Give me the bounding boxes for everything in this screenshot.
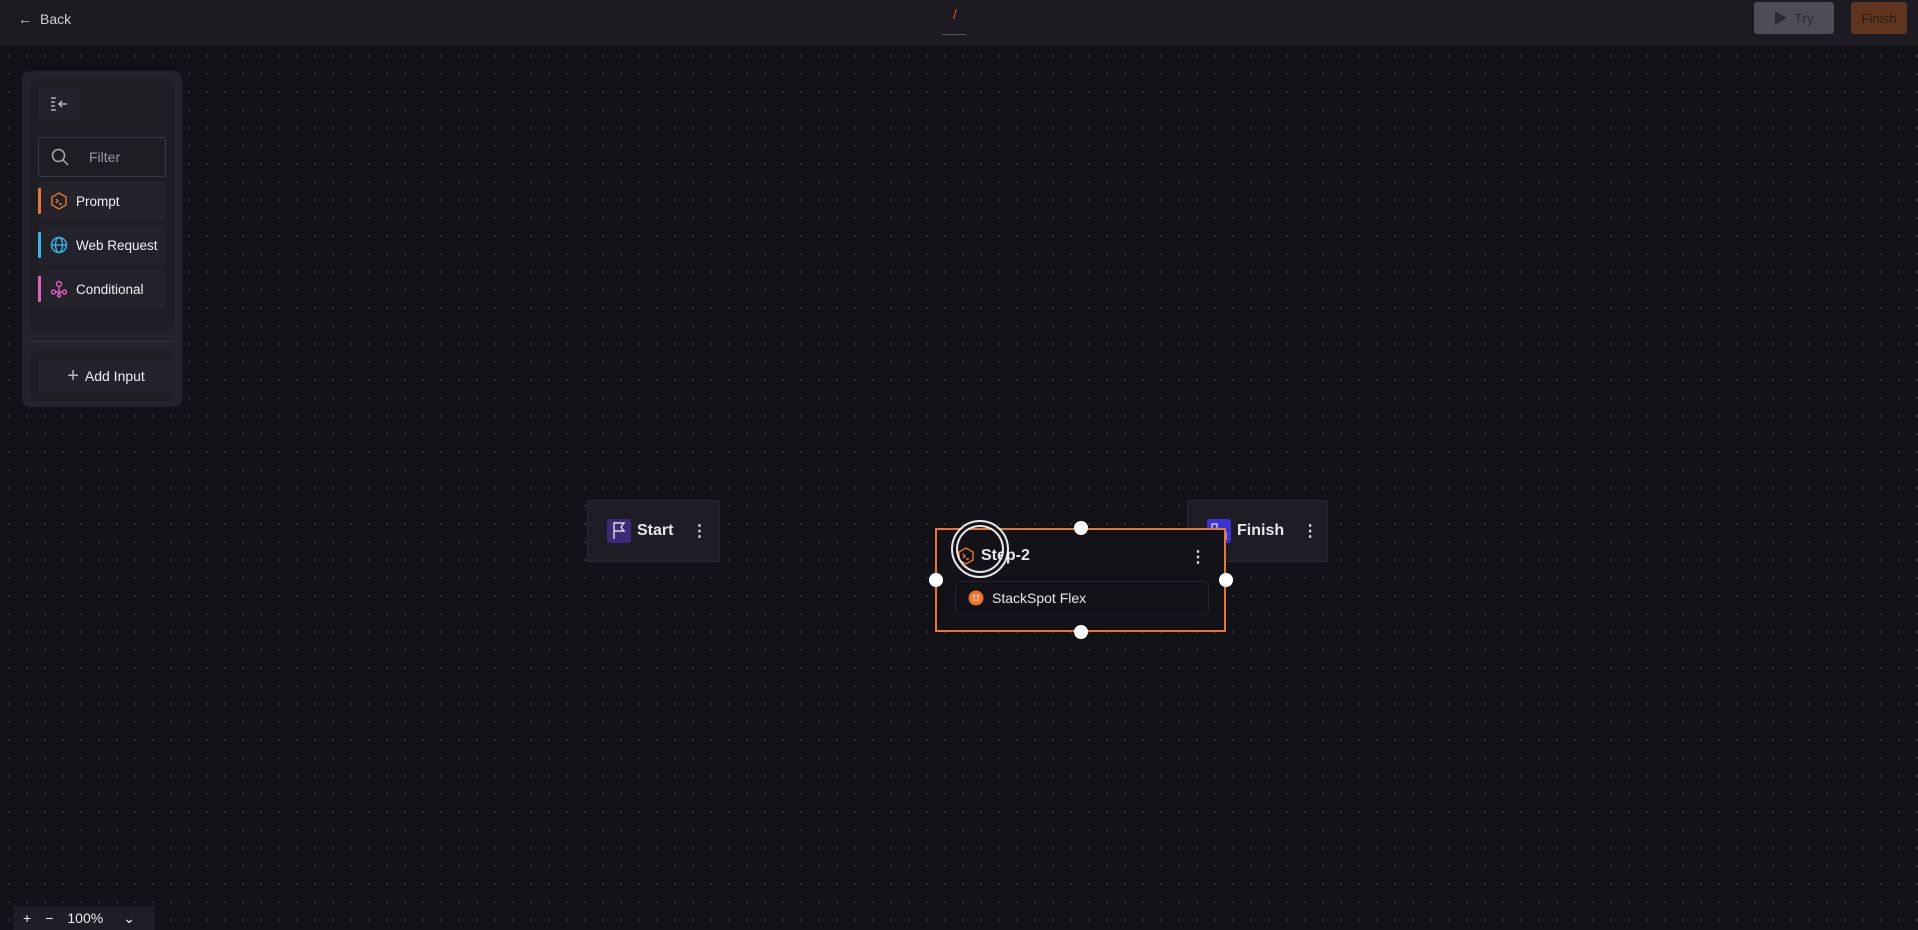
add-input-button[interactable]: + Add Input [38, 359, 174, 393]
try-button[interactable]: Try [1754, 2, 1834, 34]
flow-title[interactable]: / [953, 6, 957, 22]
click-ripple [951, 520, 1009, 578]
zoom-out-button[interactable]: − [45, 910, 54, 926]
step-node[interactable]: Step-2 ⋮ StackSpot Flex [935, 520, 1226, 632]
palette-item-web-request[interactable]: Web Request [38, 225, 166, 265]
connection-handle-top[interactable] [1074, 521, 1088, 535]
more-options-icon[interactable]: ⋮ [1190, 549, 1206, 566]
stackspot-logo-icon [968, 590, 984, 606]
flow-canvas[interactable] [0, 47, 1918, 926]
collapse-sidebar-button[interactable] [38, 87, 80, 120]
branch-icon [50, 280, 68, 298]
try-label: Try [1794, 10, 1814, 26]
finish-node-label: Finish [1237, 522, 1285, 539]
item-color-bar [38, 276, 41, 302]
arrow-left-icon: ← [18, 11, 32, 27]
palette-item-conditional[interactable]: Conditional [38, 269, 166, 309]
zoom-menu-chevron-icon[interactable]: ⌄ [123, 909, 135, 926]
flag-icon [607, 519, 631, 543]
filter-input[interactable]: Filter [38, 137, 166, 177]
divider [30, 341, 174, 342]
model-label: StackSpot Flex [992, 590, 1087, 606]
finish-button[interactable]: Finish [1851, 2, 1907, 34]
item-label: Conditional [76, 281, 144, 297]
more-options-icon[interactable]: ⋮ [691, 523, 708, 540]
prompt-icon [51, 192, 67, 210]
plus-icon: + [67, 364, 79, 387]
connection-handle-right[interactable] [1219, 573, 1233, 587]
back-label: Back [40, 11, 72, 27]
zoom-in-button[interactable]: + [23, 910, 32, 926]
connection-handle-left[interactable] [929, 573, 943, 587]
start-node-label: Start [637, 522, 674, 539]
item-color-bar [38, 232, 41, 258]
search-icon [51, 148, 69, 166]
back-button[interactable]: ← Back [18, 11, 71, 27]
top-bar: ← Back / Try Finish [0, 0, 1918, 47]
filter-placeholder: Filter [89, 149, 121, 165]
palette-item-prompt[interactable]: Prompt [38, 181, 166, 221]
zoom-level: 100% [67, 910, 104, 926]
model-selector[interactable]: StackSpot Flex [955, 581, 1209, 615]
item-label: Prompt [76, 193, 120, 209]
title-underline [942, 34, 966, 35]
collapse-icon [51, 96, 67, 111]
add-input-label: Add Input [84, 368, 145, 384]
more-options-icon[interactable]: ⋮ [1302, 523, 1319, 540]
item-label: Web Request [76, 237, 158, 253]
zoom-controls: + − 100% ⌄ [13, 906, 155, 930]
globe-icon [50, 236, 68, 254]
start-node[interactable]: Start ⋮ [587, 500, 720, 562]
play-icon [1775, 11, 1788, 25]
item-color-bar [38, 188, 41, 214]
node-palette: Filter Prompt Web Request Conditional + … [22, 71, 182, 407]
connection-handle-bottom[interactable] [1074, 625, 1088, 639]
